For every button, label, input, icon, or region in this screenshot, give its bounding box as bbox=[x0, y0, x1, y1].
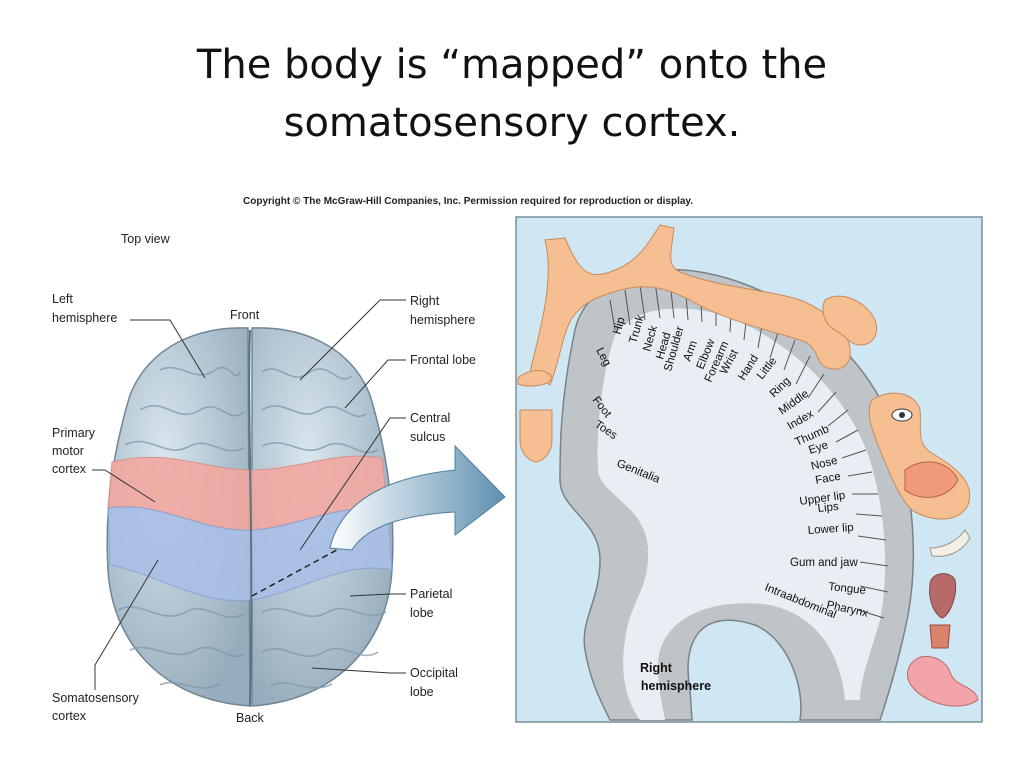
region-divider bbox=[783, 339, 796, 371]
homunculus-foot bbox=[517, 370, 553, 387]
longitudinal-fissure bbox=[248, 329, 253, 707]
central-sulcus-label-line2: sulcus bbox=[410, 430, 445, 444]
primary-motor-label-line1: Primary bbox=[52, 426, 96, 440]
copyright-notice: Copyright © The McGraw-Hill Companies, I… bbox=[243, 196, 694, 207]
right-hemisphere-label-line1: Right bbox=[640, 661, 673, 675]
homunculus-genitalia bbox=[519, 409, 553, 463]
homunculus-region-tongue: Tongue bbox=[828, 581, 867, 597]
homunculus-pharynx bbox=[929, 624, 951, 649]
frontal-lobe-leader bbox=[344, 359, 406, 409]
region-divider bbox=[847, 471, 873, 477]
homunculus-region-lips: Lips bbox=[817, 501, 839, 515]
region-divider bbox=[859, 585, 889, 593]
region-divider bbox=[857, 609, 885, 619]
title-line-1: The body is “mapped” onto the bbox=[196, 42, 828, 88]
homunculus-stomach bbox=[907, 656, 979, 707]
occipital-lobe-leader bbox=[311, 667, 406, 674]
homunculus-hand bbox=[822, 295, 877, 346]
parietal-lobe-leader bbox=[349, 593, 406, 597]
homunculus-region-face: Face bbox=[814, 471, 841, 487]
left-hemisphere-leader bbox=[130, 319, 206, 379]
right-hemisphere-label-line2: hemisphere bbox=[410, 313, 475, 327]
parietal-lobe-label-line1: Parietal bbox=[410, 587, 452, 601]
central-sulcus-leader bbox=[299, 417, 406, 551]
white-matter bbox=[597, 308, 886, 720]
right-hemisphere-label-line2: hemisphere bbox=[641, 679, 711, 693]
region-divider bbox=[807, 373, 825, 399]
left-hemisphere-label-line2: hemisphere bbox=[52, 311, 117, 325]
homunculus-region-gum-and-jaw: Gum and jaw bbox=[790, 557, 858, 569]
region-divider bbox=[817, 391, 837, 413]
homunculus-pupil bbox=[899, 412, 905, 418]
left-hemisphere-label-line1: Left bbox=[52, 292, 73, 306]
occipital-lobe-label-line1: Occipital bbox=[410, 666, 458, 680]
region-divider bbox=[859, 561, 889, 567]
direction-arrow bbox=[329, 444, 506, 551]
frontal-lobe-label: Frontal lobe bbox=[410, 353, 476, 367]
homunculus-region-eye: Eye bbox=[807, 439, 830, 457]
right-hemisphere-label-line1: Right bbox=[410, 294, 440, 308]
homunculus-jaw bbox=[929, 529, 971, 557]
region-dividers bbox=[609, 281, 889, 619]
region-divider bbox=[857, 535, 887, 541]
occipital-lobe-label-line2: lobe bbox=[410, 685, 434, 699]
front-label: Front bbox=[230, 308, 260, 322]
region-divider bbox=[827, 409, 849, 427]
parietal-lobe-label-line2: lobe bbox=[410, 606, 434, 620]
central-sulcus-label-line1: Central bbox=[410, 411, 450, 425]
homunculus-body-figure bbox=[529, 224, 851, 386]
somatosensory-cortex-band bbox=[107, 506, 393, 602]
homunculus-lips bbox=[904, 461, 959, 498]
homunculus-tongue bbox=[929, 573, 957, 619]
brain-gyri bbox=[117, 366, 387, 689]
region-divider bbox=[624, 289, 631, 326]
slide-title: The body is “mapped” onto the somatosens… bbox=[0, 36, 1024, 152]
region-divider bbox=[835, 429, 859, 443]
region-divider bbox=[855, 513, 883, 517]
somatosensory-label-line1: Somatosensory bbox=[52, 691, 140, 705]
primary-motor-label-line2: motor bbox=[52, 444, 84, 458]
region-divider bbox=[609, 299, 616, 331]
region-divider bbox=[639, 284, 646, 321]
region-divider bbox=[795, 355, 811, 385]
primary-motor-leader bbox=[92, 469, 156, 503]
top-view-label: Top view bbox=[121, 232, 171, 246]
homunculus-region-lower-lip: Lower lip bbox=[807, 522, 854, 537]
homunculus-region-hip: Hip bbox=[611, 316, 627, 336]
somatosensory-leader bbox=[94, 559, 159, 690]
somatosensory-label-line2: cortex bbox=[52, 709, 87, 723]
title-line-2: somatosensory cortex. bbox=[283, 100, 741, 146]
region-divider bbox=[841, 449, 867, 459]
right-hemisphere-leader bbox=[299, 299, 406, 381]
back-label: Back bbox=[236, 711, 265, 725]
primary-motor-label-line3: cortex bbox=[52, 462, 87, 476]
